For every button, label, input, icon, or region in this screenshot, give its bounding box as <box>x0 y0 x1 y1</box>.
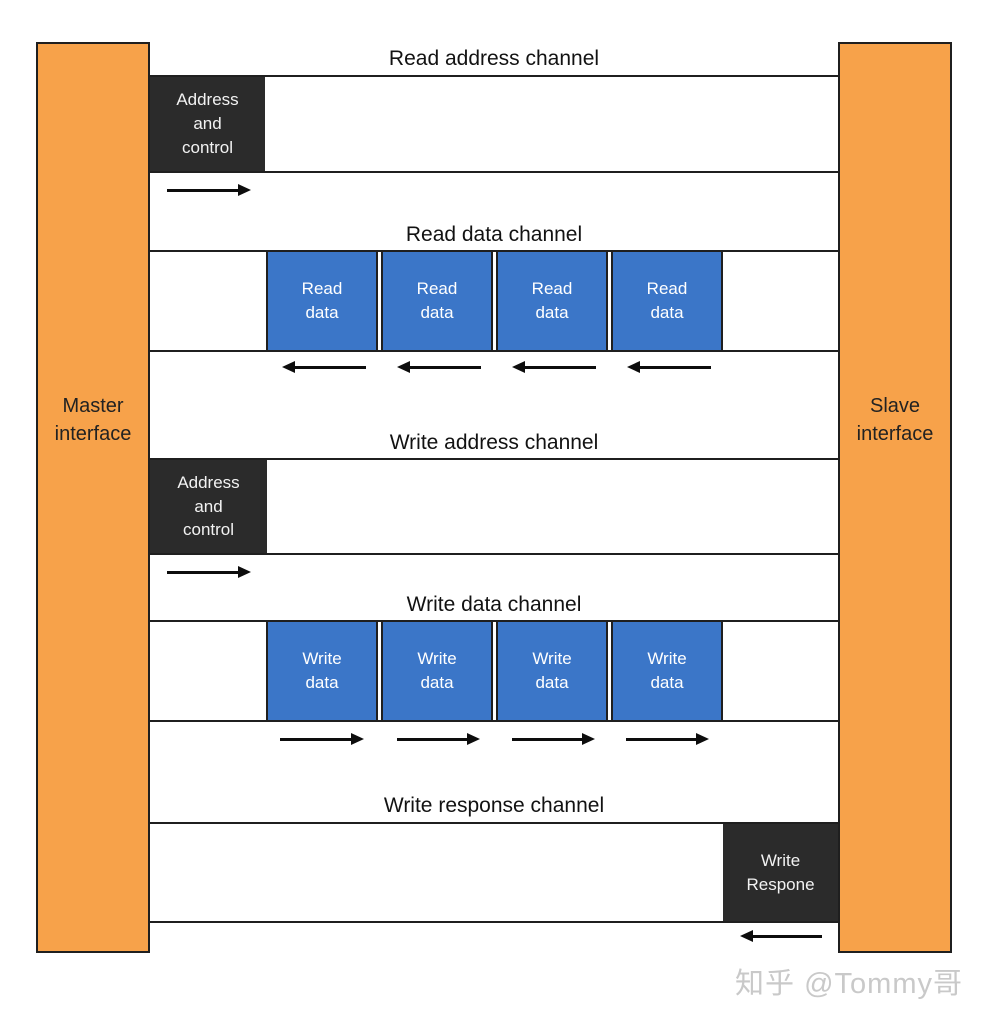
arrow-head <box>512 361 525 373</box>
address-control-box-read: Address and control <box>150 77 265 171</box>
write-data-box-label: Write data <box>417 649 457 692</box>
arrow-shaft <box>523 366 596 369</box>
read-data-box-label: Read data <box>301 279 343 322</box>
read-data-box: Read data <box>611 252 723 350</box>
arrow-right-icon <box>280 733 364 745</box>
read-data-box-label: Read data <box>646 279 688 322</box>
channel-row-write-response: Write Respone <box>150 822 838 923</box>
arrow-head <box>467 733 480 745</box>
arrow-left-icon <box>512 361 596 373</box>
arrow-head <box>238 184 251 196</box>
slave-interface-box: Slave interface <box>838 42 952 953</box>
arrow-head <box>740 930 753 942</box>
channel-row-read-data: Read data Read data Read data Read data <box>150 250 838 352</box>
write-response-box-label: Write Respone <box>746 850 815 894</box>
master-interface-label: Master interface <box>54 395 132 445</box>
write-data-box-label: Write data <box>532 649 572 692</box>
address-control-box-read-label: Address and control <box>176 90 239 157</box>
arrow-shaft <box>167 571 240 574</box>
write-data-box: Write data <box>611 622 723 720</box>
channel-label-read-address: Read address channel <box>388 47 600 70</box>
watermark: 知乎 @Tommy哥 <box>735 968 963 1000</box>
arrow-right-icon <box>626 733 709 745</box>
channel-label-write-address: Write address channel <box>389 431 599 454</box>
channel-label-write-response: Write response channel <box>383 794 605 817</box>
arrow-head <box>238 566 251 578</box>
read-data-box-label: Read data <box>531 279 573 322</box>
arrow-head <box>351 733 364 745</box>
arrow-shaft <box>751 935 822 938</box>
arrow-left-icon <box>397 361 481 373</box>
arrow-shaft <box>408 366 481 369</box>
read-data-box-label: Read data <box>416 279 458 322</box>
read-data-box: Read data <box>266 252 378 350</box>
slave-interface-label: Slave interface <box>856 395 934 445</box>
arrow-shaft <box>397 738 469 741</box>
read-data-box: Read data <box>381 252 493 350</box>
write-data-box-label: Write data <box>647 649 687 692</box>
arrow-shaft <box>512 738 584 741</box>
arrow-right-icon <box>397 733 480 745</box>
arrow-shaft <box>638 366 711 369</box>
arrow-shaft <box>280 738 353 741</box>
channel-label-read-data: Read data channel <box>405 223 583 246</box>
channel-row-write-address: Address and control <box>150 458 838 555</box>
arrow-left-icon <box>740 930 822 942</box>
arrow-head <box>696 733 709 745</box>
write-response-box: Write Respone <box>723 824 838 921</box>
arrow-head <box>397 361 410 373</box>
arrow-left-icon <box>282 361 366 373</box>
write-data-box-label: Write data <box>302 649 342 692</box>
write-data-box: Write data <box>496 622 608 720</box>
master-interface-box: Master interface <box>36 42 150 953</box>
arrow-head <box>627 361 640 373</box>
channel-row-read-address: Address and control <box>150 75 838 173</box>
write-data-box: Write data <box>381 622 493 720</box>
arrow-right-icon <box>512 733 595 745</box>
arrow-shaft <box>626 738 698 741</box>
arrow-right-icon <box>167 184 251 196</box>
arrow-shaft <box>293 366 366 369</box>
write-data-box: Write data <box>266 622 378 720</box>
arrow-head <box>282 361 295 373</box>
channel-label-write-data: Write data channel <box>406 593 582 616</box>
arrow-right-icon <box>167 566 251 578</box>
address-control-box-write-label: Address and control <box>177 472 240 540</box>
channel-row-write-data: Write data Write data Write data Write d… <box>150 620 838 722</box>
arrow-shaft <box>167 189 240 192</box>
read-data-box: Read data <box>496 252 608 350</box>
arrow-left-icon <box>627 361 711 373</box>
arrow-head <box>582 733 595 745</box>
address-control-box-write: Address and control <box>150 460 267 553</box>
